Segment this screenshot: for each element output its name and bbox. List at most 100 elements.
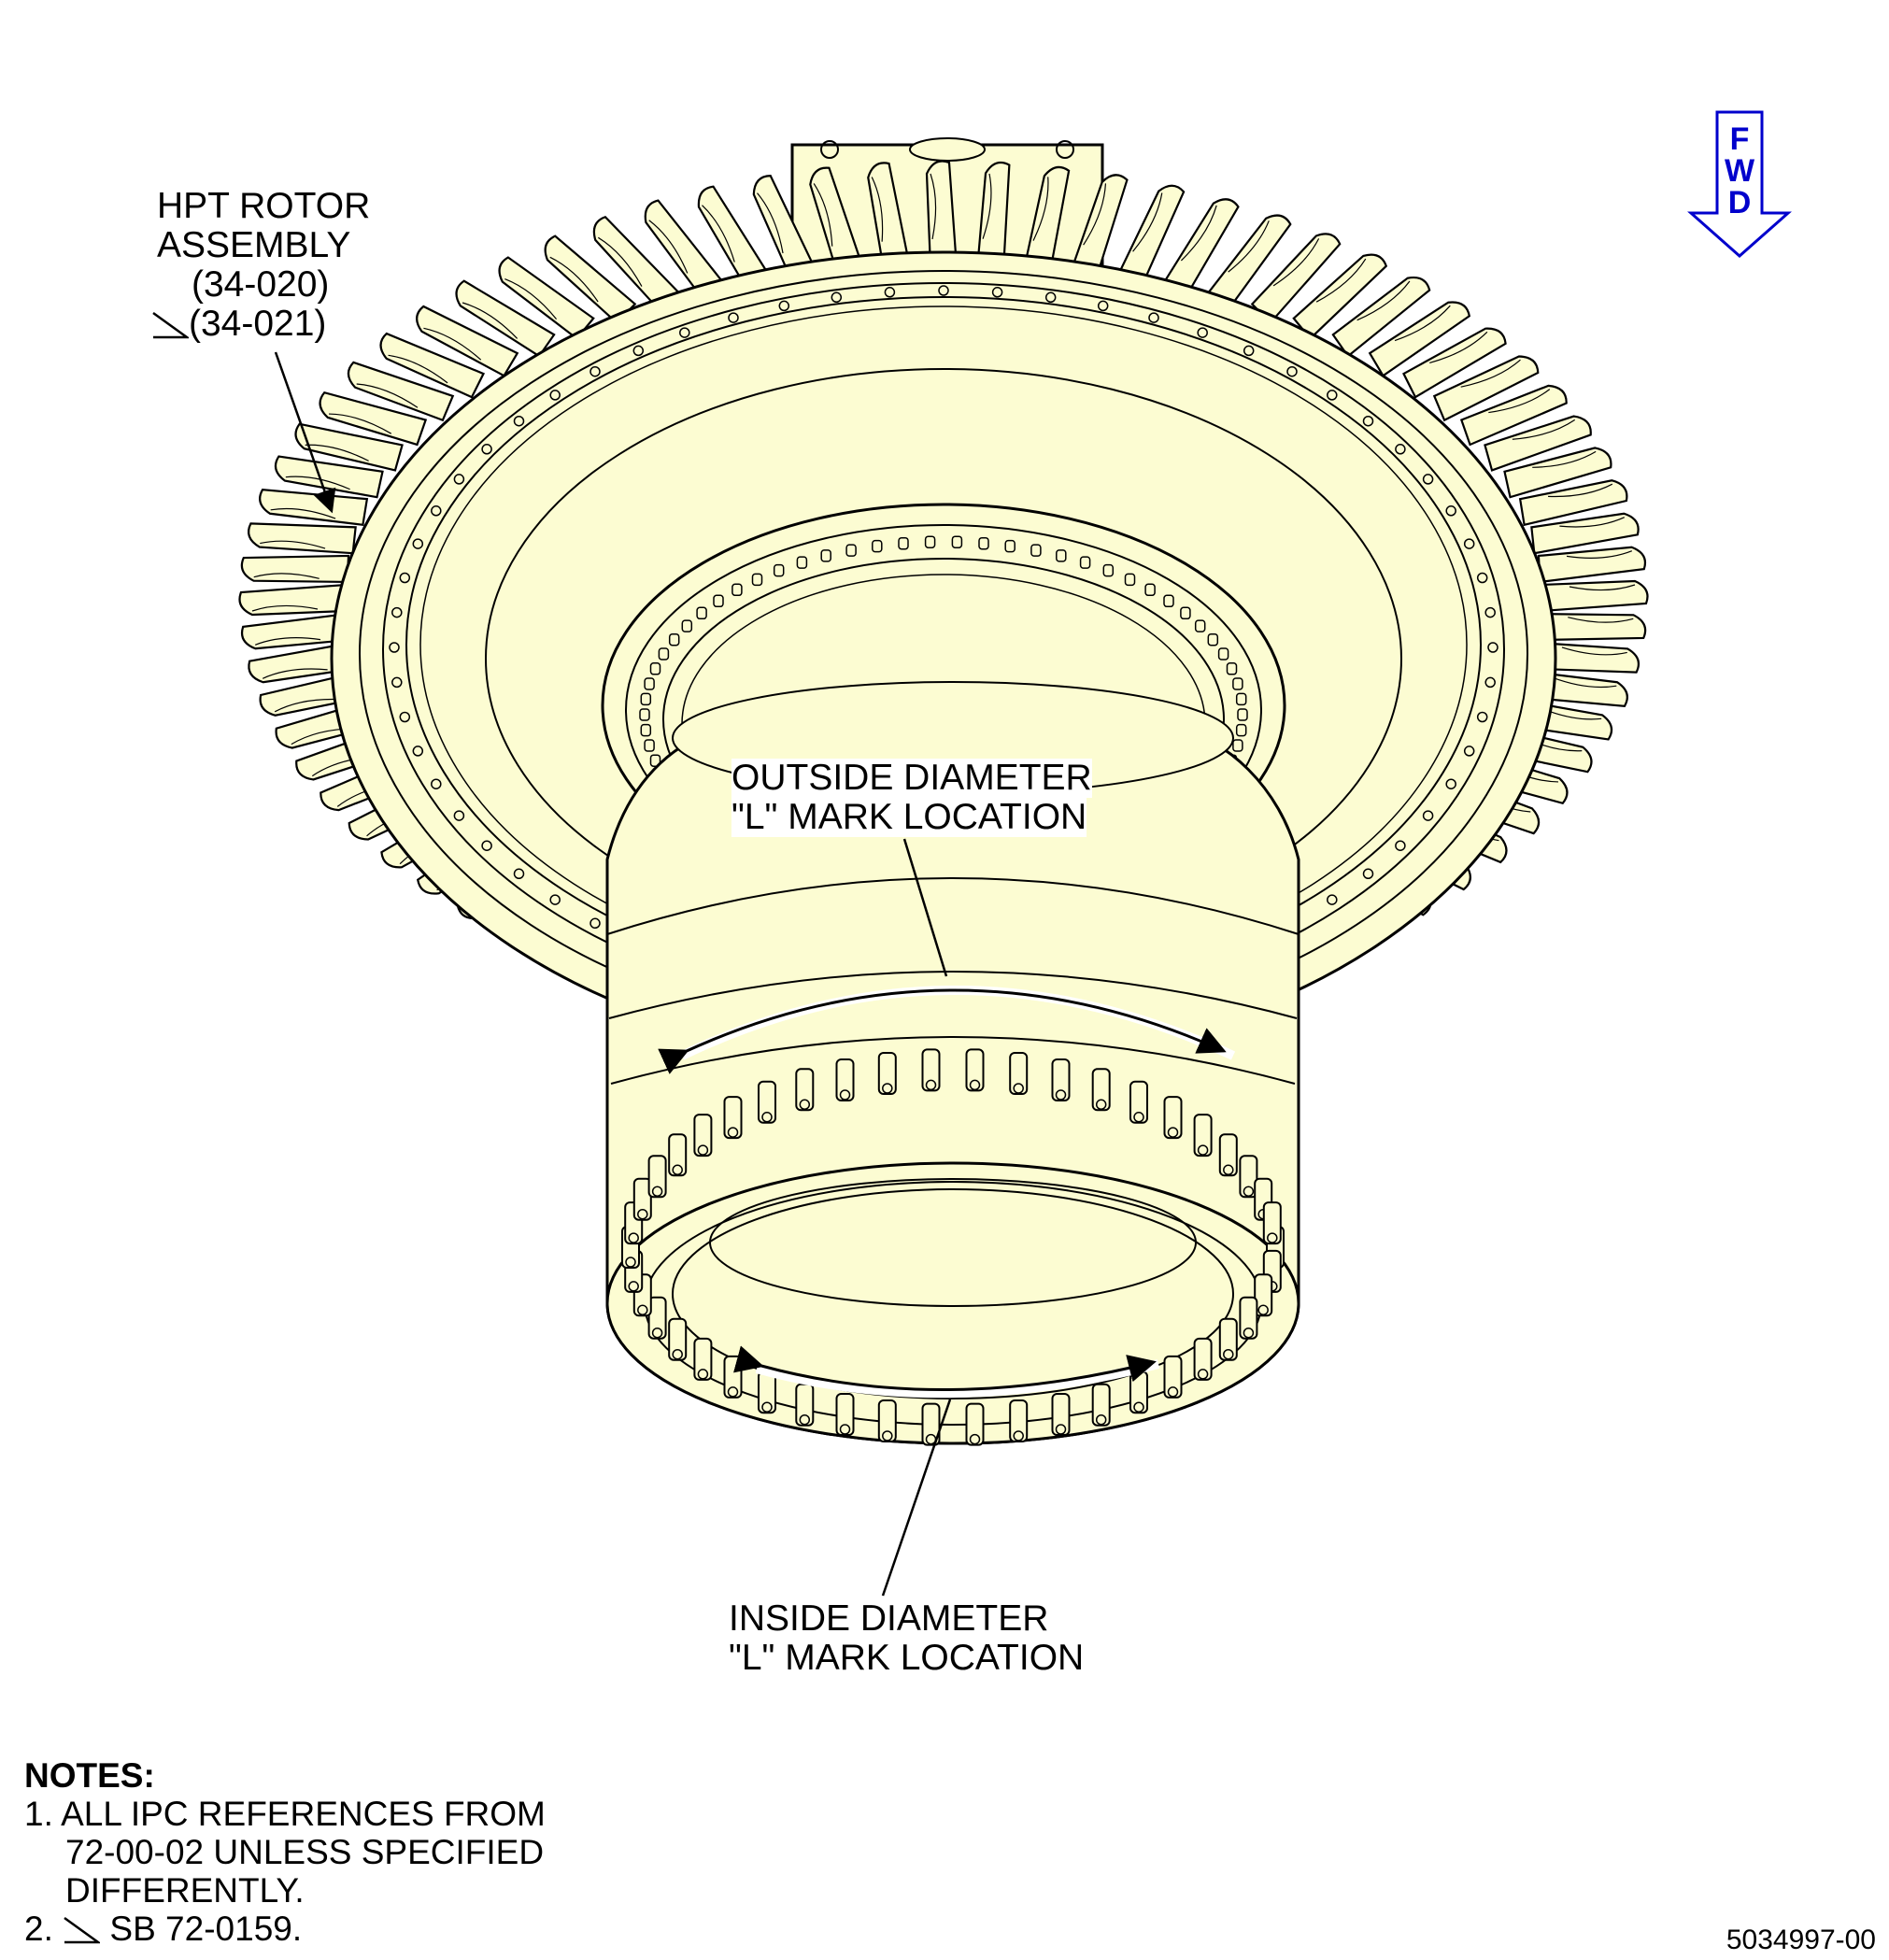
bolt-hole: [1327, 894, 1338, 905]
inner-bolt-hole: [898, 536, 909, 550]
bolt-hole: [589, 917, 601, 930]
flange-stud: [1239, 1296, 1258, 1340]
bolt-hole: [1327, 390, 1338, 401]
bolt-hole: [1422, 810, 1434, 821]
inner-bolt-hole: [696, 606, 707, 620]
bolt-hole: [679, 327, 690, 338]
flange-stud: [723, 1355, 743, 1399]
bolt-hole: [1445, 505, 1456, 517]
bolt-hole: [1476, 572, 1488, 584]
flange-stud: [877, 1399, 897, 1442]
bolt-hole: [884, 287, 896, 298]
turbine-blade: [1537, 612, 1647, 642]
turbine-blade: [1459, 384, 1568, 447]
flange-stud: [693, 1114, 713, 1158]
turbine-blade: [455, 279, 556, 358]
flange-stud: [1091, 1068, 1111, 1112]
flange-stud: [693, 1337, 713, 1381]
inner-bolt-hole: [751, 573, 763, 587]
flange-stud: [1009, 1399, 1029, 1442]
bolt-hole: [1362, 868, 1374, 880]
notes-heading: NOTES:: [24, 1756, 155, 1795]
bolt-hole: [453, 810, 465, 821]
turbine-blade: [274, 455, 384, 499]
turbine-blade: [592, 215, 680, 311]
turbine-blade: [248, 522, 357, 555]
inner-bolt-hole: [1144, 583, 1156, 597]
flange-stud: [1254, 1273, 1273, 1317]
bolt-hole: [431, 778, 442, 789]
fwd-letter-w: W: [1724, 153, 1755, 189]
flange-stud: [1091, 1383, 1111, 1427]
turbine-blade: [238, 583, 348, 617]
bolt-hole: [481, 840, 492, 851]
turbine-blade: [259, 489, 369, 527]
bolt-hole: [513, 868, 525, 880]
revision-delta-icon: [152, 311, 189, 339]
inner-bolt-hole: [796, 556, 808, 569]
bolt-hole: [431, 505, 442, 517]
turbine-blade: [1331, 277, 1431, 358]
inner-bolt-hole: [924, 535, 936, 548]
turbine-blade: [867, 162, 912, 271]
bolt-hole: [938, 285, 949, 296]
notes-block: NOTES: 1. ALL IPC REFERENCES FROM 72-00-…: [24, 1756, 546, 1948]
flange-stud: [668, 1317, 688, 1361]
turbine-blade: [248, 641, 357, 684]
bolt-hole: [389, 642, 400, 653]
bolt-hole: [1484, 676, 1496, 689]
bolt-hole: [513, 415, 525, 427]
inner-bolt-hole: [681, 619, 693, 632]
flange-stud: [965, 1402, 985, 1446]
document-number: 5034997-00: [1726, 1924, 1876, 1955]
fwd-letter-f: F: [1729, 121, 1750, 157]
inner-bolt-hole: [1102, 563, 1115, 577]
bolt-hole: [391, 606, 403, 618]
outside-diameter-mark-arc: [658, 986, 1236, 1074]
turbine-blade: [294, 422, 404, 472]
turbine-blade: [347, 361, 455, 422]
inner-bolt-hole: [845, 544, 857, 557]
bolt-hole: [589, 365, 601, 377]
turbine-blade: [1484, 415, 1592, 472]
bolt-hole: [1463, 538, 1475, 549]
turbine-blade: [416, 305, 519, 377]
note-2: 2. SB 72-0159.: [24, 1910, 546, 1948]
bolt-hole: [1487, 642, 1498, 653]
turbine-blade: [925, 160, 959, 269]
turbine-blade: [1503, 447, 1612, 499]
inner-bolt-hole: [1235, 692, 1247, 706]
flange-stud: [1163, 1096, 1183, 1140]
inner-bolt-hole: [1124, 573, 1136, 587]
flange-stud: [795, 1383, 815, 1427]
flange-stud: [795, 1068, 815, 1112]
inner-bolt-hole: [1226, 662, 1238, 675]
turbine-blade: [1250, 233, 1342, 325]
flange-stud: [835, 1393, 855, 1436]
turbine-blade: [1292, 253, 1388, 340]
turbine-blade: [976, 161, 1011, 271]
flange-stud: [668, 1133, 688, 1177]
turbine-blade: [1518, 479, 1628, 527]
turbine-blade: [1530, 641, 1640, 674]
hpt-rotor-label-line1: HPT ROTOR: [157, 186, 371, 226]
flange-stud: [1129, 1080, 1148, 1124]
turbine-blade: [809, 166, 864, 276]
note-1-line3: DIFFERENTLY.: [65, 1871, 305, 1910]
outside-diameter-label-line1: OUTSIDE DIAMETER: [731, 758, 1092, 798]
flange-stud: [1051, 1058, 1071, 1101]
turbine-blade: [1116, 184, 1186, 290]
inner-bolt-hole: [668, 632, 680, 646]
flange-stud: [835, 1058, 855, 1101]
turbine-blade: [1207, 214, 1292, 311]
flange-stud: [647, 1155, 667, 1199]
flange-stud: [1009, 1052, 1029, 1095]
flange-stud: [1129, 1371, 1148, 1414]
flange-stud: [1218, 1317, 1238, 1361]
inner-bolt-hole: [639, 708, 650, 721]
flange-stud: [1239, 1155, 1258, 1199]
inner-bolt-hole: [731, 583, 743, 597]
bolt-hole: [1476, 711, 1488, 723]
bolt-hole: [481, 444, 492, 455]
turbine-blade: [379, 332, 486, 399]
